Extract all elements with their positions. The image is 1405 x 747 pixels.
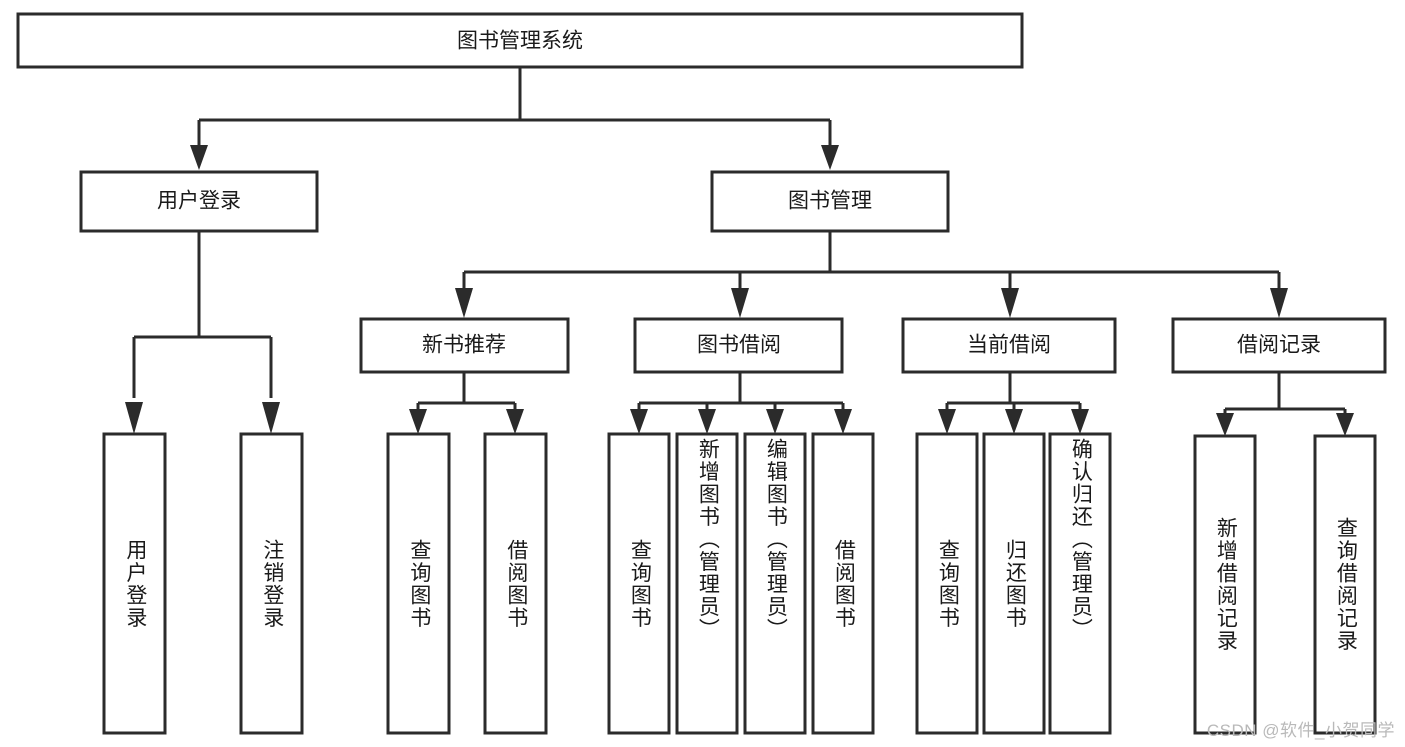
leaf-cell-2[interactable]: 查询图书 — [388, 434, 449, 733]
node-leaf-label-6: 编辑图书（管理员） — [764, 438, 788, 641]
leaf-cell-11[interactable]: 新增借阅记录 — [1195, 436, 1255, 733]
node-leaf-label-10: 确认归还（管理员） — [1069, 438, 1093, 641]
leaf-cell-7[interactable]: 借阅图书 — [813, 434, 873, 733]
arrow-borrowrecord-leaf-1 — [1216, 413, 1234, 436]
arrow-bookborrow-leaf-2 — [698, 409, 716, 434]
node-leaf-label-11: 新增借阅记录 — [1214, 517, 1238, 652]
node-level2-book-management-box[interactable] — [710, 170, 950, 233]
node-leaf-label-7: 借阅图书 — [832, 538, 856, 629]
node-leaf-label-2: 查询图书 — [407, 538, 431, 629]
node-leaf-box-9[interactable] — [982, 432, 1046, 735]
arrow-bookmgmt-to-new-book — [455, 288, 473, 318]
node-root-label: 图书管理系统 — [457, 30, 583, 53]
arrow-currentborrow-leaf-2 — [1005, 409, 1023, 434]
node-level3-new-book-recommend-box[interactable] — [359, 317, 570, 374]
node-leaf-label-5: 新增图书（管理员） — [696, 438, 720, 641]
arrow-bookmgmt-to-record — [1270, 288, 1288, 318]
arrow-bookmgmt-to-current — [1001, 288, 1019, 318]
node-leaf-box-11[interactable] — [1193, 434, 1257, 735]
node-level3-book-borrow-label: 图书借阅 — [697, 334, 781, 357]
node-leaf-box-2[interactable] — [386, 432, 451, 735]
arrow-bookborrow-leaf-4 — [834, 409, 852, 434]
node-leaf-label-12: 查询借阅记录 — [1334, 517, 1358, 652]
node-level2-user-login-box[interactable] — [79, 170, 319, 233]
arrow-borrowrecord-leaf-2 — [1336, 413, 1354, 436]
arrow-login-leaf-2 — [262, 402, 280, 434]
leaf-cell-9[interactable]: 归还图书 — [984, 434, 1044, 733]
node-leaf-box-3[interactable] — [483, 432, 548, 735]
leaf-cell-3[interactable]: 借阅图书 — [485, 434, 546, 733]
arrow-root-to-login — [190, 145, 208, 170]
node-leaf-box-4[interactable] — [607, 432, 671, 735]
leaf-cell-6[interactable]: 编辑图书（管理员） — [745, 434, 805, 733]
node-level3-current-borrow-box[interactable] — [901, 317, 1117, 374]
arrow-bookborrow-leaf-1 — [630, 409, 648, 434]
node-leaf-box-10[interactable] — [1048, 432, 1112, 735]
leaf-cell-10[interactable]: 确认归还（管理员） — [1050, 434, 1110, 733]
arrow-login-leaf-1 — [125, 402, 143, 434]
node-level3-book-borrow-box[interactable] — [633, 317, 844, 374]
node-level2-book-management-label: 图书管理 — [788, 190, 872, 213]
leaf-cell-4[interactable]: 查询图书 — [609, 434, 669, 733]
node-leaf-box-1[interactable] — [239, 432, 304, 735]
node-leaf-box-12[interactable] — [1313, 434, 1377, 735]
arrow-newbook-leaf-1 — [409, 409, 427, 434]
node-level2-user-login-label: 用户登录 — [157, 190, 241, 213]
node-leaf-box-8[interactable] — [915, 432, 979, 735]
leaf-cell-8[interactable]: 查询图书 — [917, 434, 977, 733]
node-leaf-box-5[interactable] — [675, 432, 739, 735]
node-leaf-label-9: 归还图书 — [1003, 538, 1027, 629]
arrow-root-to-bookmgmt — [821, 145, 839, 170]
arrow-bookborrow-leaf-3 — [766, 409, 784, 434]
node-leaf-box-7[interactable] — [811, 432, 875, 735]
arrow-bookmgmt-to-borrow — [731, 288, 749, 318]
leaf-cell-0[interactable]: 用户登录 — [104, 434, 165, 733]
node-leaf-label-1: 注销登录 — [260, 538, 284, 629]
arrow-currentborrow-leaf-3 — [1071, 409, 1089, 434]
node-level3-new-book-recommend-label: 新书推荐 — [422, 334, 506, 357]
node-leaf-label-4: 查询图书 — [628, 538, 652, 629]
node-leaf-label-0: 用户登录 — [123, 538, 147, 629]
arrow-currentborrow-leaf-1 — [938, 409, 956, 434]
node-leaf-box-6[interactable] — [743, 432, 807, 735]
node-leaf-box-0[interactable] — [102, 432, 167, 735]
node-leaf-label-3: 借阅图书 — [504, 538, 528, 629]
node-leaf-label-8: 查询图书 — [936, 538, 960, 629]
leaf-cell-5[interactable]: 新增图书（管理员） — [677, 434, 737, 733]
node-root-box[interactable] — [16, 12, 1024, 69]
leaf-cell-12[interactable]: 查询借阅记录 — [1315, 436, 1375, 733]
node-level3-borrow-record-label: 借阅记录 — [1237, 334, 1321, 357]
csdn-watermark: CSDN @软件_小贺同学 — [1206, 721, 1395, 740]
arrow-newbook-leaf-2 — [506, 409, 524, 434]
leaf-cell-1[interactable]: 注销登录 — [241, 434, 302, 733]
node-level3-current-borrow-label: 当前借阅 — [967, 334, 1051, 357]
